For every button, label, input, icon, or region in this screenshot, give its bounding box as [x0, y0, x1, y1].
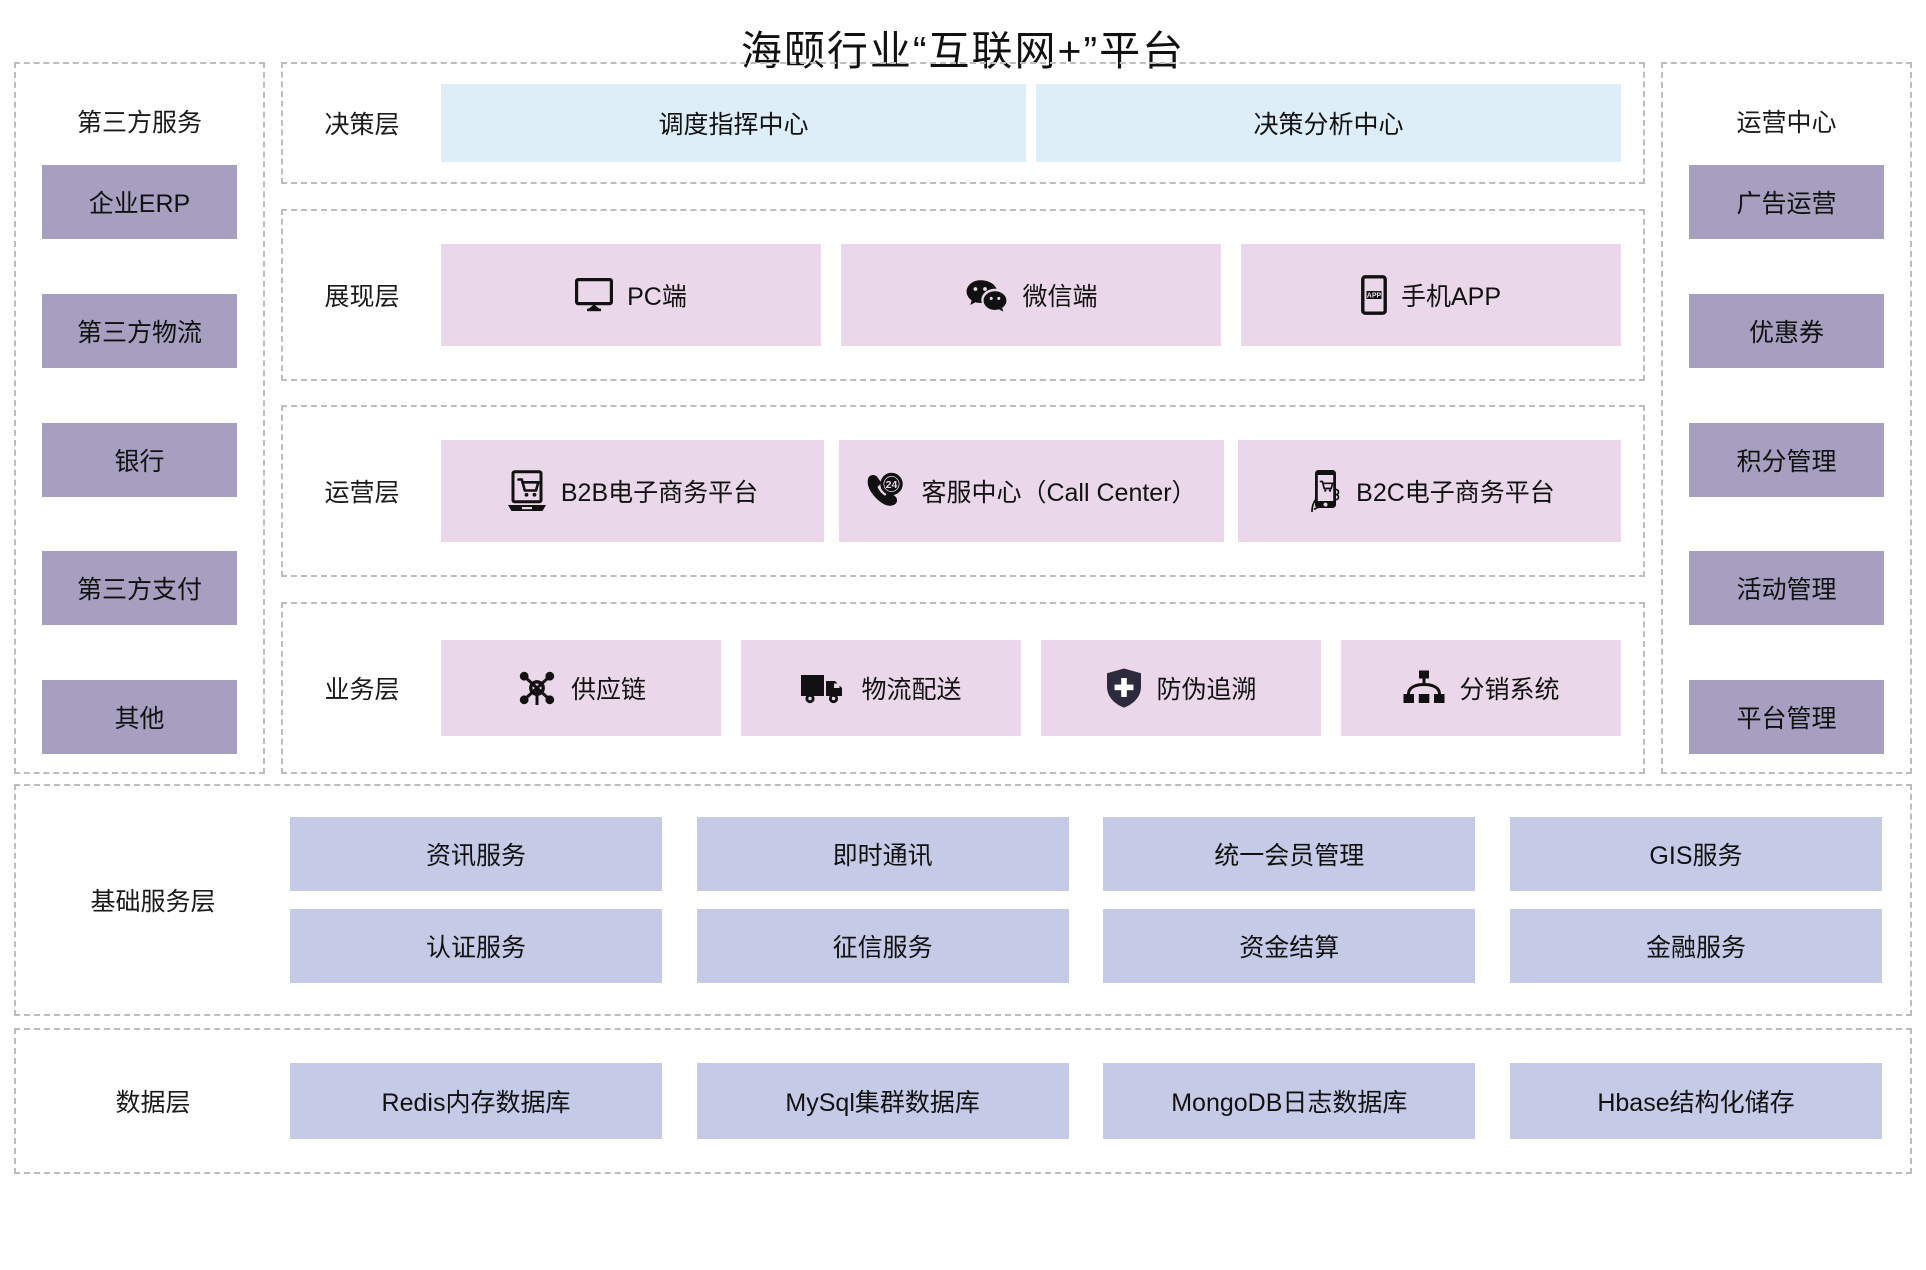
chip-financial-service[interactable]: 金融服务 — [1509, 909, 1882, 983]
org-tree-icon — [1402, 669, 1446, 707]
layer-business-label: 业务层 — [324, 675, 400, 704]
chip-credit-service[interactable]: 征信服务 — [696, 909, 1069, 983]
layer-presentation-label: 展现层 — [324, 282, 400, 311]
cell-distribution-system[interactable]: 分销系统 — [1341, 639, 1621, 736]
page-title: 海颐行业“互联网+”平台 — [740, 28, 1186, 74]
center-layers: 决策层 调度指挥中心 决策分析中心 展现层 — [265, 62, 1661, 774]
data-band: 数据层 Redis内存数据库 MySql集群数据库 MongoDB日志数据库 H… — [14, 1028, 1912, 1174]
layer-operation: 运营层 B2B电子 — [281, 405, 1645, 578]
chip-instant-messaging[interactable]: 即时通讯 — [696, 817, 1069, 891]
sidebar-item-platform-admin[interactable]: 平台管理 — [1689, 680, 1884, 754]
top-region: 第三方服务 企业ERP 第三方物流 银行 第三方支付 其他 决策层 调度指挥中心… — [0, 62, 1926, 774]
cell-b2b-platform[interactable]: B2B电子商务平台 — [441, 440, 824, 543]
sidebar-item-payment[interactable]: 第三方支付 — [42, 551, 237, 626]
basic-service-row-2: 认证服务 征信服务 资金结算 金融服务 — [290, 909, 1882, 983]
phone-24-icon: 24 — [865, 471, 907, 511]
layer-presentation-items: PC端 微信端 — [441, 211, 1643, 379]
chip-redis[interactable]: Redis内存数据库 — [290, 1063, 662, 1139]
sidebar-item-logistics[interactable]: 第三方物流 — [42, 293, 237, 368]
cell-decision-analysis-center[interactable]: 决策分析中心 — [1036, 84, 1621, 162]
sidebar-item-ad-operation[interactable]: 广告运营 — [1689, 165, 1884, 239]
layer-business-items: 供应链 — [441, 604, 1643, 772]
cell-pc-client-label: PC端 — [627, 282, 687, 311]
wechat-icon — [964, 277, 1008, 313]
layer-operation-label: 运营层 — [324, 479, 400, 508]
basic-service-grid: 资讯服务 即时通讯 统一会员管理 GIS服务 认证服务 征信服务 资金结算 金融… — [290, 817, 1910, 983]
right-panel-title: 运营中心 — [1736, 109, 1837, 137]
chip-mysql[interactable]: MySql集群数据库 — [696, 1063, 1069, 1139]
svg-text:24: 24 — [886, 479, 898, 491]
chip-hbase[interactable]: Hbase结构化储存 — [1509, 1063, 1882, 1139]
layer-business: 业务层 — [281, 601, 1645, 774]
sidebar-item-points[interactable]: 积分管理 — [1689, 422, 1884, 497]
cell-call-center-label: 客服中心（Call Center） — [921, 479, 1197, 508]
shield-plus-icon — [1105, 667, 1143, 709]
sidebar-item-coupon[interactable]: 优惠券 — [1689, 293, 1884, 368]
cell-call-center[interactable]: 24 客服中心（Call Center） — [838, 440, 1224, 543]
layer-operation-items: B2B电子商务平台 24 客服中心（Call Center） — [441, 407, 1643, 575]
cell-b2b-platform-label: B2B电子商务平台 — [560, 479, 759, 508]
basic-service-row-1: 资讯服务 即时通讯 统一会员管理 GIS服务 — [290, 817, 1882, 891]
third-party-services-panel: 第三方服务 企业ERP 第三方物流 银行 第三方支付 其他 — [14, 62, 265, 774]
left-panel-items: 企业ERP 第三方物流 银行 第三方支付 其他 — [42, 165, 237, 754]
cell-logistics-delivery-label: 物流配送 — [861, 675, 962, 704]
truck-icon — [800, 671, 848, 705]
sidebar-item-campaign[interactable]: 活动管理 — [1689, 551, 1884, 626]
monitor-icon — [575, 277, 614, 312]
chip-fund-settlement[interactable]: 资金结算 — [1103, 909, 1476, 983]
cell-mobile-app-label: 手机APP — [1400, 282, 1502, 311]
layer-decision: 决策层 调度指挥中心 决策分析中心 — [281, 62, 1645, 184]
chip-unified-member-management[interactable]: 统一会员管理 — [1103, 817, 1476, 891]
layer-decision-items: 调度指挥中心 决策分析中心 — [441, 64, 1643, 182]
chip-mongodb[interactable]: MongoDB日志数据库 — [1103, 1063, 1476, 1139]
cell-pc-client[interactable]: PC端 — [441, 243, 821, 346]
cell-anti-counterfeit-label: 防伪追溯 — [1156, 675, 1257, 704]
operation-center-panel: 运营中心 广告运营 优惠券 积分管理 活动管理 平台管理 — [1661, 62, 1912, 774]
svg-text:APP: APP — [1367, 292, 1382, 299]
layer-decision-label: 决策层 — [324, 111, 400, 139]
left-panel-title: 第三方服务 — [76, 109, 202, 137]
cell-b2c-platform[interactable]: B2C电子商务平台 — [1238, 440, 1621, 543]
mobile-app-icon: APP — [1361, 274, 1387, 315]
chip-authentication-service[interactable]: 认证服务 — [290, 909, 662, 983]
cell-supply-chain-label: 供应链 — [570, 675, 646, 704]
data-layer-label: 数据层 — [115, 1089, 191, 1117]
data-layer-row-1: Redis内存数据库 MySql集群数据库 MongoDB日志数据库 Hbase… — [290, 1063, 1882, 1139]
cell-wechat-client[interactable]: 微信端 — [841, 243, 1221, 346]
data-layer-grid: Redis内存数据库 MySql集群数据库 MongoDB日志数据库 Hbase… — [290, 1063, 1910, 1139]
sidebar-item-other[interactable]: 其他 — [42, 680, 237, 754]
laptop-cart-icon — [507, 470, 547, 512]
basic-service-band: 基础服务层 资讯服务 即时通讯 统一会员管理 GIS服务 认证服务 征信服务 资… — [14, 784, 1912, 1016]
cell-distribution-system-label: 分销系统 — [1459, 675, 1560, 704]
cell-anti-counterfeit[interactable]: 防伪追溯 — [1041, 639, 1321, 736]
layer-presentation: 展现层 PC端 — [281, 208, 1645, 381]
cell-mobile-app[interactable]: APP 手机APP — [1241, 243, 1621, 346]
cell-dispatch-center[interactable]: 调度指挥中心 — [441, 84, 1026, 162]
mobile-cart-icon — [1304, 468, 1342, 514]
sidebar-item-bank[interactable]: 银行 — [42, 422, 237, 497]
basic-service-label: 基础服务层 — [90, 888, 216, 916]
supply-network-icon — [516, 667, 558, 709]
sidebar-item-erp[interactable]: 企业ERP — [42, 165, 237, 239]
cell-b2c-platform-label: B2C电子商务平台 — [1356, 479, 1555, 508]
chip-gis-service[interactable]: GIS服务 — [1509, 817, 1882, 891]
cell-supply-chain[interactable]: 供应链 — [441, 639, 721, 736]
right-panel-items: 广告运营 优惠券 积分管理 活动管理 平台管理 — [1689, 165, 1884, 754]
chip-news-service[interactable]: 资讯服务 — [290, 817, 662, 891]
cell-logistics-delivery[interactable]: 物流配送 — [741, 639, 1021, 736]
cell-wechat-client-label: 微信端 — [1022, 282, 1098, 311]
